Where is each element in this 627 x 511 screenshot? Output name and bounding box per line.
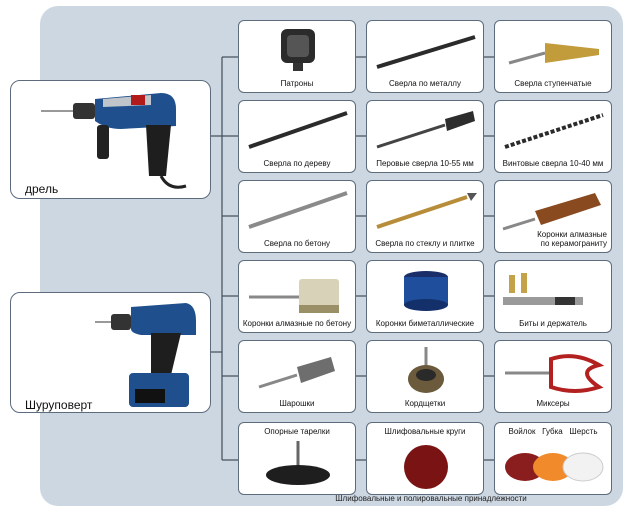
card-label: Сверла по металлу: [389, 79, 461, 88]
card-sanding-discs: Шлифовальные круги: [366, 422, 484, 495]
felt-label: Войлок: [508, 427, 536, 436]
card-glass-drills: Сверла по стеклу и плитке: [366, 180, 484, 253]
crown-bit-icon: [249, 279, 339, 313]
diamond-crown-icon: [502, 193, 601, 231]
card-label: Опорные тарелки: [264, 427, 330, 436]
card-chucks: Патроны: [238, 20, 356, 93]
card-label: Сверла по бетону: [263, 239, 331, 248]
card-polishing-pads: Войлок Губка Шерсть: [494, 422, 612, 495]
screwdriver-icon: [95, 303, 196, 407]
card-label: Коронки биметаллические: [375, 319, 475, 328]
wool-label: Шерсть: [569, 427, 598, 436]
card-mixers: Миксеры: [494, 340, 612, 413]
card-spade-drills: Перовые сверла 10-55 мм: [366, 100, 484, 173]
card-bimetal-crowns: Коронки биметаллические: [366, 260, 484, 333]
card-label: Шарошки: [279, 399, 315, 408]
spade-drill-icon: [376, 111, 475, 149]
step-drill-icon: [508, 43, 599, 65]
card-label: Патроны: [280, 79, 314, 88]
auger-drill-icon: [504, 113, 604, 149]
card-label: Миксеры: [536, 399, 570, 408]
drill-icon: [41, 93, 187, 189]
screwdriver-label: Шуруповерт: [25, 398, 93, 412]
metal-drill-icon: [376, 35, 476, 69]
screwdriver-box: Шуруповерт: [10, 292, 211, 413]
sponge-label: Губка: [542, 427, 563, 436]
wire-brush-icon: [408, 347, 444, 393]
card-wire-brushes: Кордщетки: [366, 340, 484, 413]
card-concrete-drills: Сверла по бетону: [238, 180, 356, 253]
glass-drill-icon: [376, 193, 477, 229]
chuck-icon: [281, 29, 315, 71]
concrete-drill-icon: [248, 191, 348, 229]
card-metal-drills: Сверла по металлу: [366, 20, 484, 93]
sanding-disc-icon: [404, 445, 448, 489]
card-bits-holder: Биты и держатель: [494, 260, 612, 333]
support-plate-icon: [266, 441, 330, 485]
wood-drill-icon: [248, 111, 348, 149]
burr-icon: [258, 357, 335, 389]
card-label: Сверла по дереву: [263, 159, 331, 168]
drill-box: дрель: [10, 80, 211, 199]
card-label: Кордщетки: [404, 399, 446, 408]
card-label: Сверла ступенчатые: [514, 79, 592, 88]
card-label: Перовые сверла 10-55 мм: [376, 159, 474, 168]
caption: Шлифовальные и полировальные принадлежно…: [335, 494, 527, 503]
hole-saw-icon: [404, 271, 448, 311]
card-step-drills: Сверла ступенчатые: [494, 20, 612, 93]
pad-labels: Войлок Губка Шерсть: [495, 427, 611, 436]
card-diamond-crowns-concrete: Коронки алмазные по бетону: [238, 260, 356, 333]
card-label: Сверла по стеклу и плитке: [375, 239, 475, 248]
mixer-icon: [505, 354, 605, 393]
card-label: Винтовые сверла 10-40 мм: [502, 159, 604, 168]
card-support-plates: Опорные тарелки: [238, 422, 356, 495]
card-wood-drills: Сверла по дереву: [238, 100, 356, 173]
card-label: Коронки алмазные по бетону: [242, 319, 352, 328]
polishing-pads-icon: [505, 452, 604, 482]
card-label: Шлифовальные круги: [384, 427, 466, 436]
bits-icon: [503, 273, 583, 305]
card-label: Биты и держатель: [519, 319, 587, 328]
card-auger-drills: Винтовые сверла 10-40 мм: [494, 100, 612, 173]
drill-label: дрель: [25, 182, 59, 196]
card-burrs: Шарошки: [238, 340, 356, 413]
